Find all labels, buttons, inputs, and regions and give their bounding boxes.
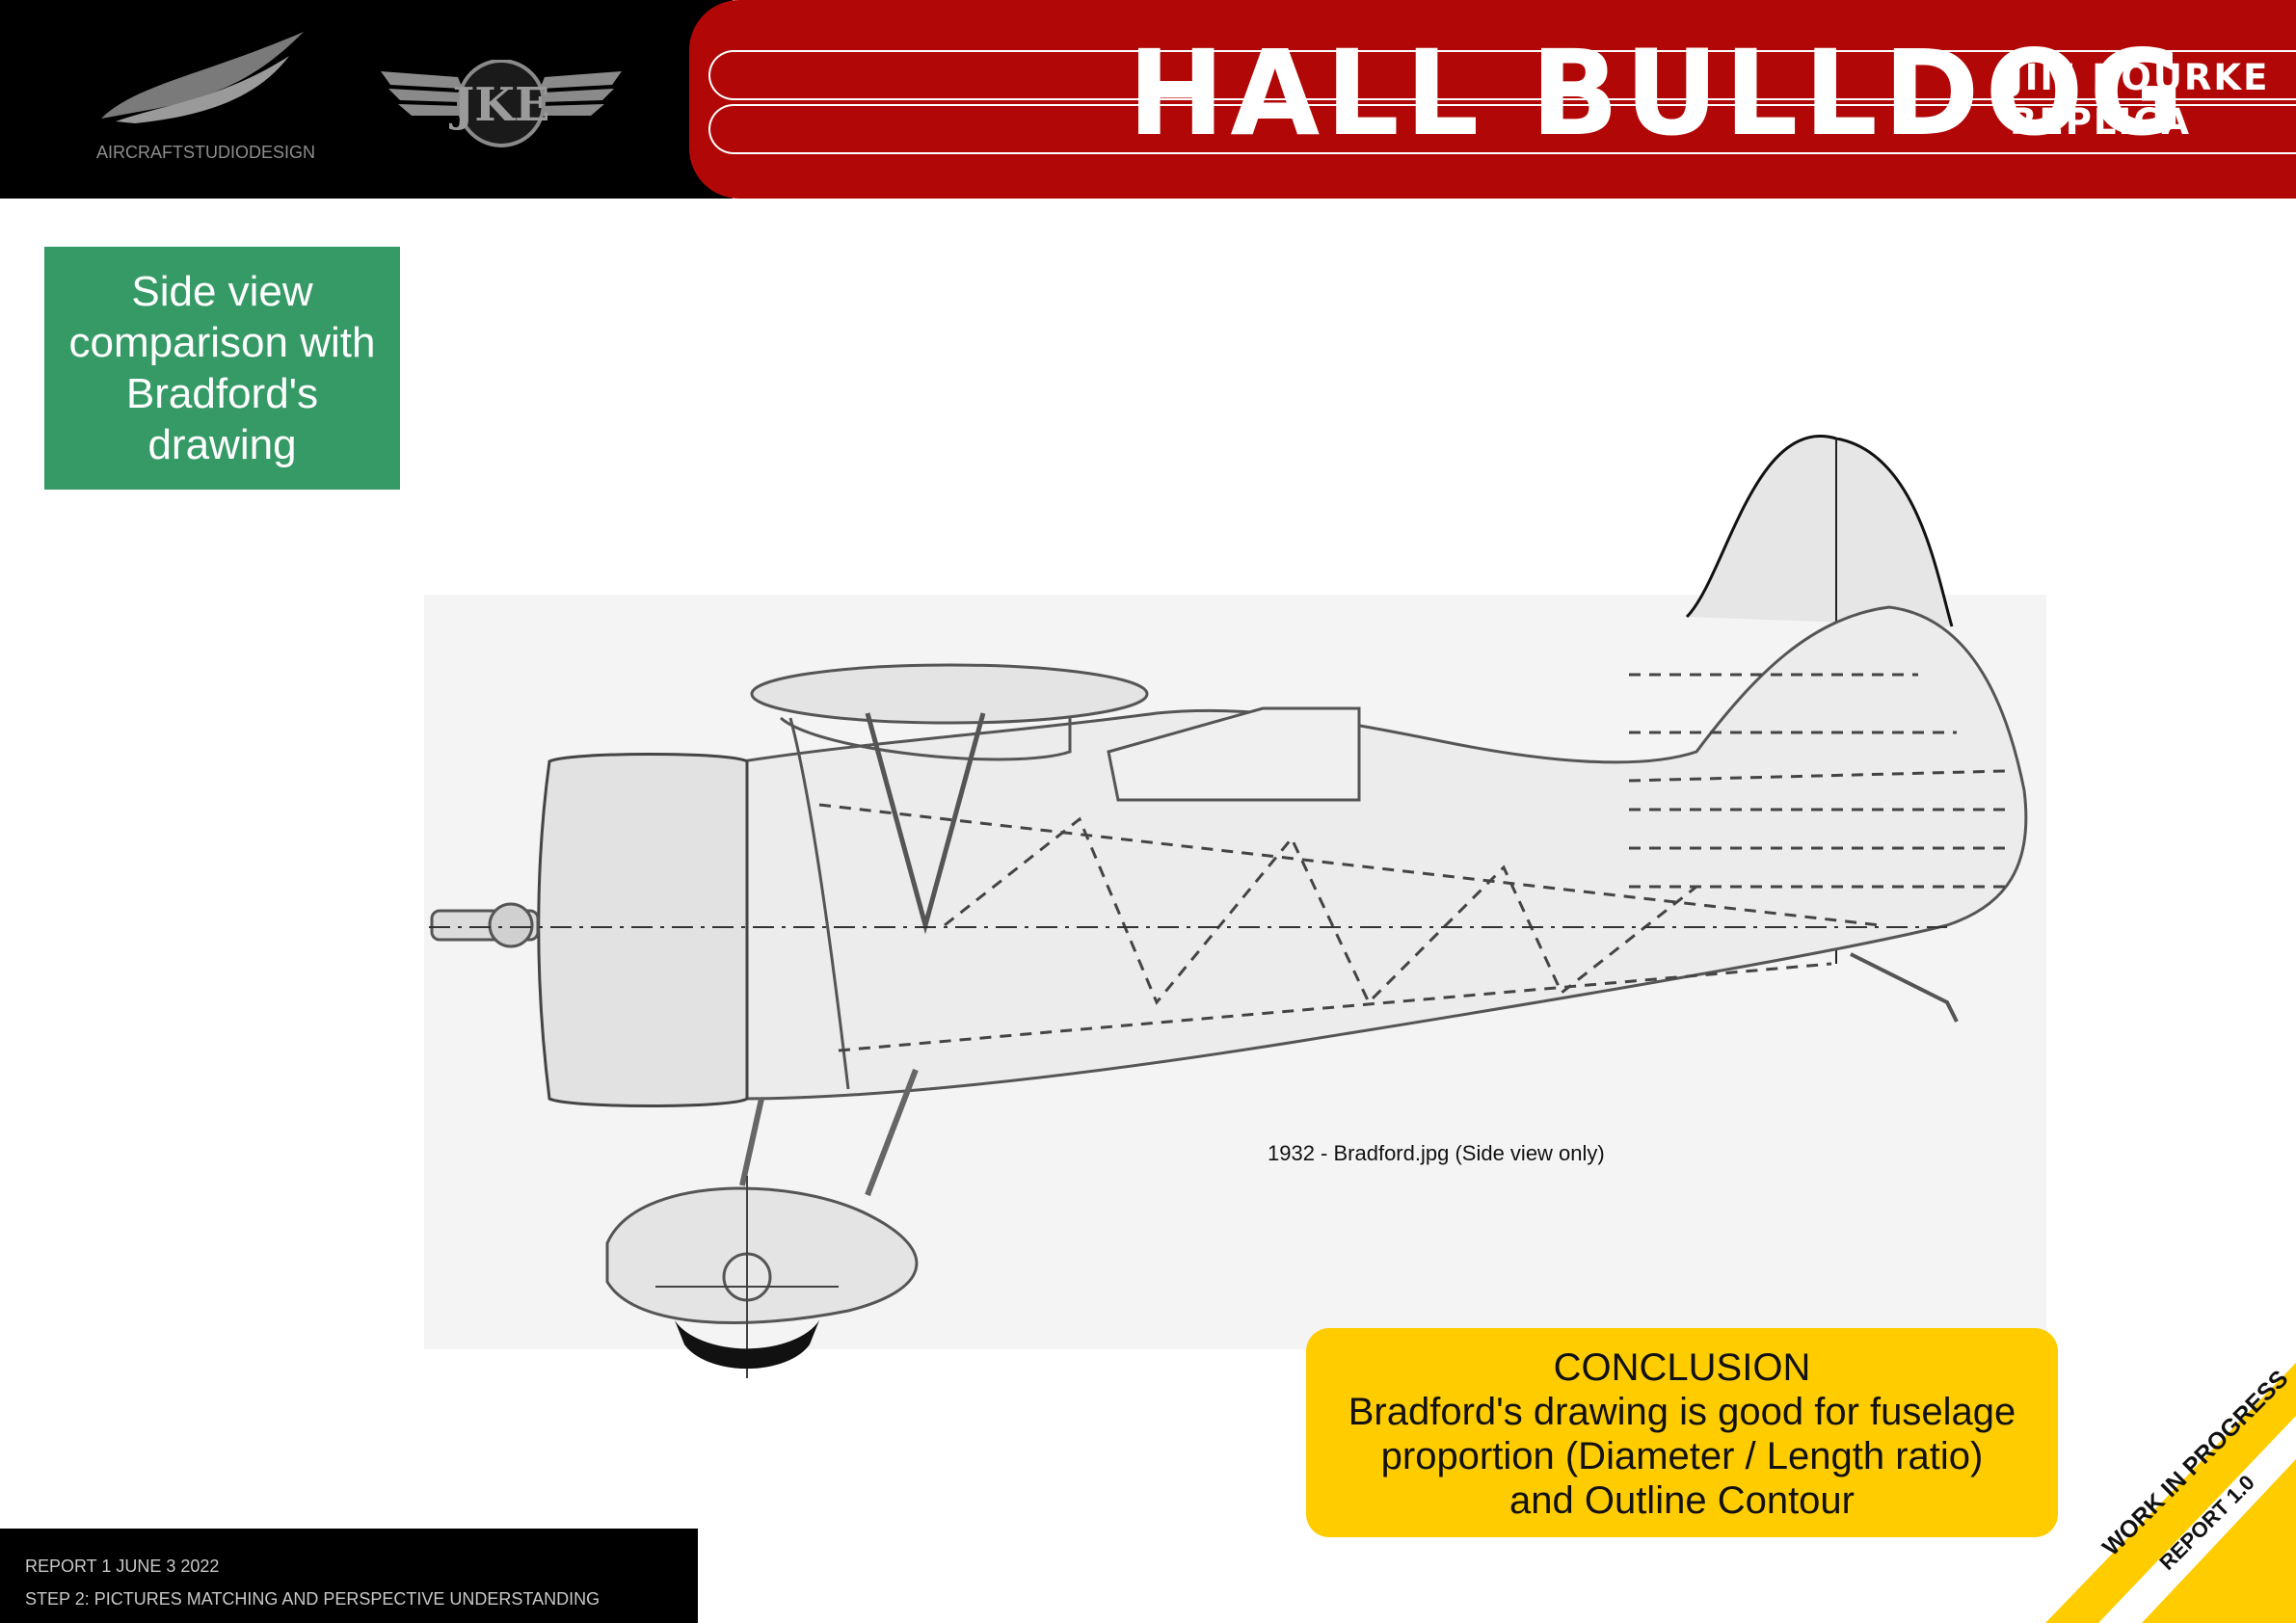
tail-fin-outline bbox=[1685, 435, 1954, 627]
conclusion-line-3: and Outline Contour bbox=[1508, 1479, 1855, 1522]
work-in-progress-badge bbox=[2045, 1363, 2296, 1623]
header-logo-band bbox=[0, 0, 733, 199]
subtitle-line-2: REPLICA bbox=[2010, 101, 2192, 143]
page-title: HALL BULLDOG bbox=[1128, 25, 2190, 163]
studio-logo-text: AIRCRAFTSTUDIODESIGN bbox=[96, 143, 316, 162]
section-label-text: Side view comparison with Bradford's dra… bbox=[68, 268, 376, 468]
footer-report-date: REPORT 1 JUNE 3 2022 bbox=[25, 1556, 220, 1576]
landing-gear-leg bbox=[739, 1068, 919, 1197]
subtitle-line-1: JIM BOURKE bbox=[2010, 57, 2270, 98]
footer-step: STEP 2: PICTURES MATCHING AND PERSPECTIV… bbox=[25, 1589, 601, 1609]
cockpit-windscreen bbox=[1107, 706, 1361, 802]
conclusion-line-2: proportion (Diameter / Length ratio) bbox=[1380, 1435, 1984, 1477]
section-label: Side view comparison with Bradford's dra… bbox=[44, 247, 400, 490]
studio-logo-wing-icon bbox=[101, 32, 304, 123]
wing-strut bbox=[865, 712, 986, 935]
drawing-caption: 1932 - Bradford.jpg (Side view only) bbox=[1268, 1141, 1605, 1165]
conclusion-heading: CONCLUSION bbox=[1553, 1346, 1811, 1389]
jke-logo-icon: JKE bbox=[381, 60, 622, 147]
report-footer: REPORT 1 JUNE 3 2022 STEP 2: PICTURES MA… bbox=[0, 1529, 698, 1623]
fuselage-outline bbox=[740, 605, 2028, 1101]
header-stripe-top-fill bbox=[710, 52, 2296, 98]
conclusion-box: CONCLUSION Bradford's drawing is good fo… bbox=[1306, 1328, 2058, 1537]
tailskid bbox=[1850, 952, 1959, 1023]
wheel-pant bbox=[605, 1186, 919, 1324]
upper-wing bbox=[750, 663, 1149, 725]
header-stripe-bottom-fill bbox=[710, 106, 2296, 152]
engine-cowling bbox=[537, 753, 749, 1107]
conclusion-line-1: Bradford's drawing is good for fuselage bbox=[1348, 1391, 2016, 1433]
page-subtitle: JIM BOURKE REPLICA bbox=[2010, 56, 2269, 145]
wheel-tire bbox=[675, 1320, 819, 1370]
svg-text:JKE: JKE bbox=[448, 78, 549, 132]
